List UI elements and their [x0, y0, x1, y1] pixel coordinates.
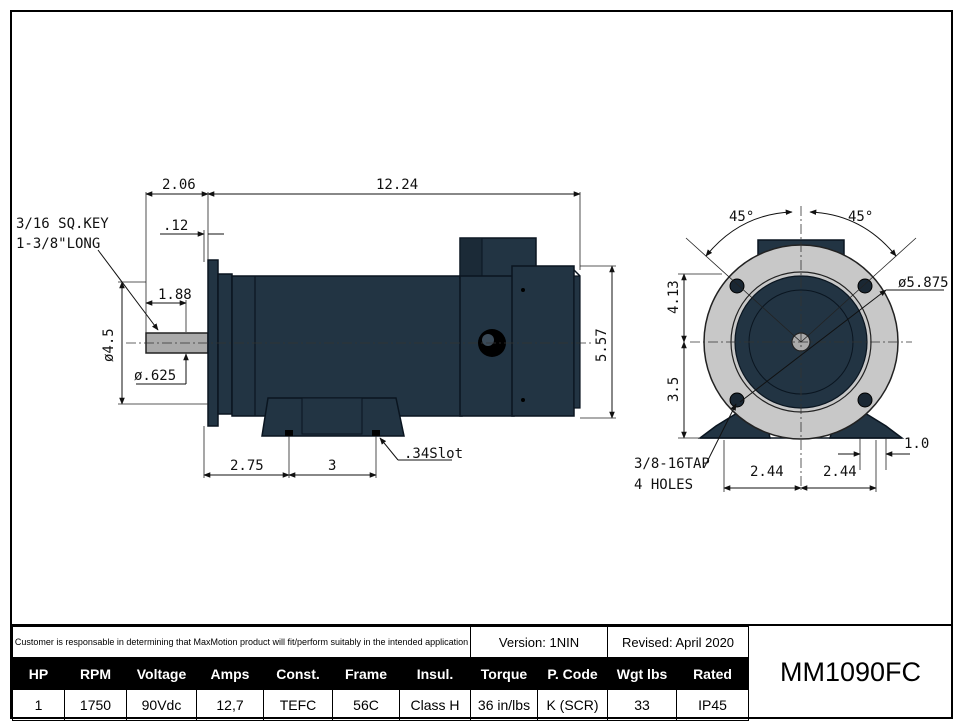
version-label: Version: 1NIN	[469, 626, 609, 658]
spec-header: Frame	[332, 657, 400, 690]
dim-lower-height: 3.5	[666, 377, 682, 402]
spec-value: 33	[607, 689, 678, 721]
spec-value: IP45	[676, 689, 750, 721]
spec-header: P. Code	[536, 657, 609, 690]
spec-header-row: HP RPM Voltage Amps Const. Frame Insul. …	[12, 657, 750, 690]
dim-foot-offset: 2.75	[230, 458, 264, 474]
dim-body-length: 12.24	[376, 177, 418, 193]
dim-bolt-circle: ø5.875	[898, 275, 949, 291]
spec-table: Customer is responsable in determining t…	[12, 626, 750, 721]
title-block: Customer is responsable in determining t…	[12, 624, 952, 721]
spec-value: 12,7	[196, 689, 264, 721]
dim-overall-height: 5.57	[594, 328, 610, 362]
fan-cover	[511, 265, 575, 417]
dim-half-span-left: 2.44	[750, 464, 784, 480]
dim-flange-thickness: .12	[163, 218, 188, 234]
disclaimer-note: Customer is responsable in determining t…	[12, 626, 471, 658]
spec-value: Class H	[399, 689, 471, 721]
bolt-hole	[857, 392, 873, 408]
dim-upper-height: 4.13	[666, 280, 682, 314]
spec-header: Torque	[470, 657, 538, 690]
motor-body	[231, 275, 463, 417]
spec-value: 56C	[332, 689, 400, 721]
spec-value: 1	[12, 689, 65, 721]
dim-angle-right: 45°	[848, 209, 873, 225]
model-number: MM1090FC	[748, 626, 952, 719]
side-view: 2.06 12.24 .12 3/16 SQ.KEY 1-3/8"LONG 1.…	[16, 177, 616, 478]
spec-value: 90Vdc	[126, 689, 197, 721]
dim-slot: .34Slot	[404, 446, 463, 462]
dim-foot-span: 3	[328, 458, 336, 474]
spec-header: Const.	[263, 657, 333, 690]
motor-flange	[217, 273, 233, 415]
tap-label-line1: 3/8-16TAP	[634, 456, 710, 472]
dim-pilot-diameter: ø4.5	[101, 328, 117, 362]
spec-header: Rated	[676, 657, 750, 690]
dim-shaft-diameter: ø.625	[134, 368, 176, 384]
key-label-line1: 3/16 SQ.KEY	[16, 216, 109, 232]
dim-key-length: 1.88	[158, 287, 192, 303]
spec-header: Wgt lbs	[607, 657, 678, 690]
key-label-line2: 1-3/8"LONG	[16, 236, 100, 252]
end-view: 45° 45° ø5.875 4.13 3.5 3/8-16TAP 4 HOLE…	[634, 206, 949, 493]
spec-value: K (SCR)	[536, 689, 609, 721]
dim-shaft-extension: 2.06	[162, 177, 196, 193]
dim-foot-width: 1.0	[904, 436, 929, 452]
bolt-hole	[857, 278, 873, 294]
spec-header: Voltage	[126, 657, 197, 690]
spec-header: RPM	[64, 657, 127, 690]
spec-value: 1750	[64, 689, 127, 721]
spec-value: TEFC	[263, 689, 333, 721]
spec-value: 36 in/lbs	[470, 689, 538, 721]
bolt-hole	[729, 278, 745, 294]
tap-label-line2: 4 HOLES	[634, 477, 693, 493]
revised-label: Revised: April 2020	[607, 626, 750, 658]
spec-value-row: 1 1750 90Vdc 12,7 TEFC 56C Class H 36 in…	[12, 689, 750, 721]
technical-drawing: 2.06 12.24 .12 3/16 SQ.KEY 1-3/8"LONG 1.…	[16, 177, 949, 493]
spec-header: HP	[12, 657, 65, 690]
dim-half-span-right: 2.44	[823, 464, 857, 480]
spec-header: Insul.	[399, 657, 471, 690]
spec-header: Amps	[196, 657, 264, 690]
dim-angle-left: 45°	[729, 209, 754, 225]
